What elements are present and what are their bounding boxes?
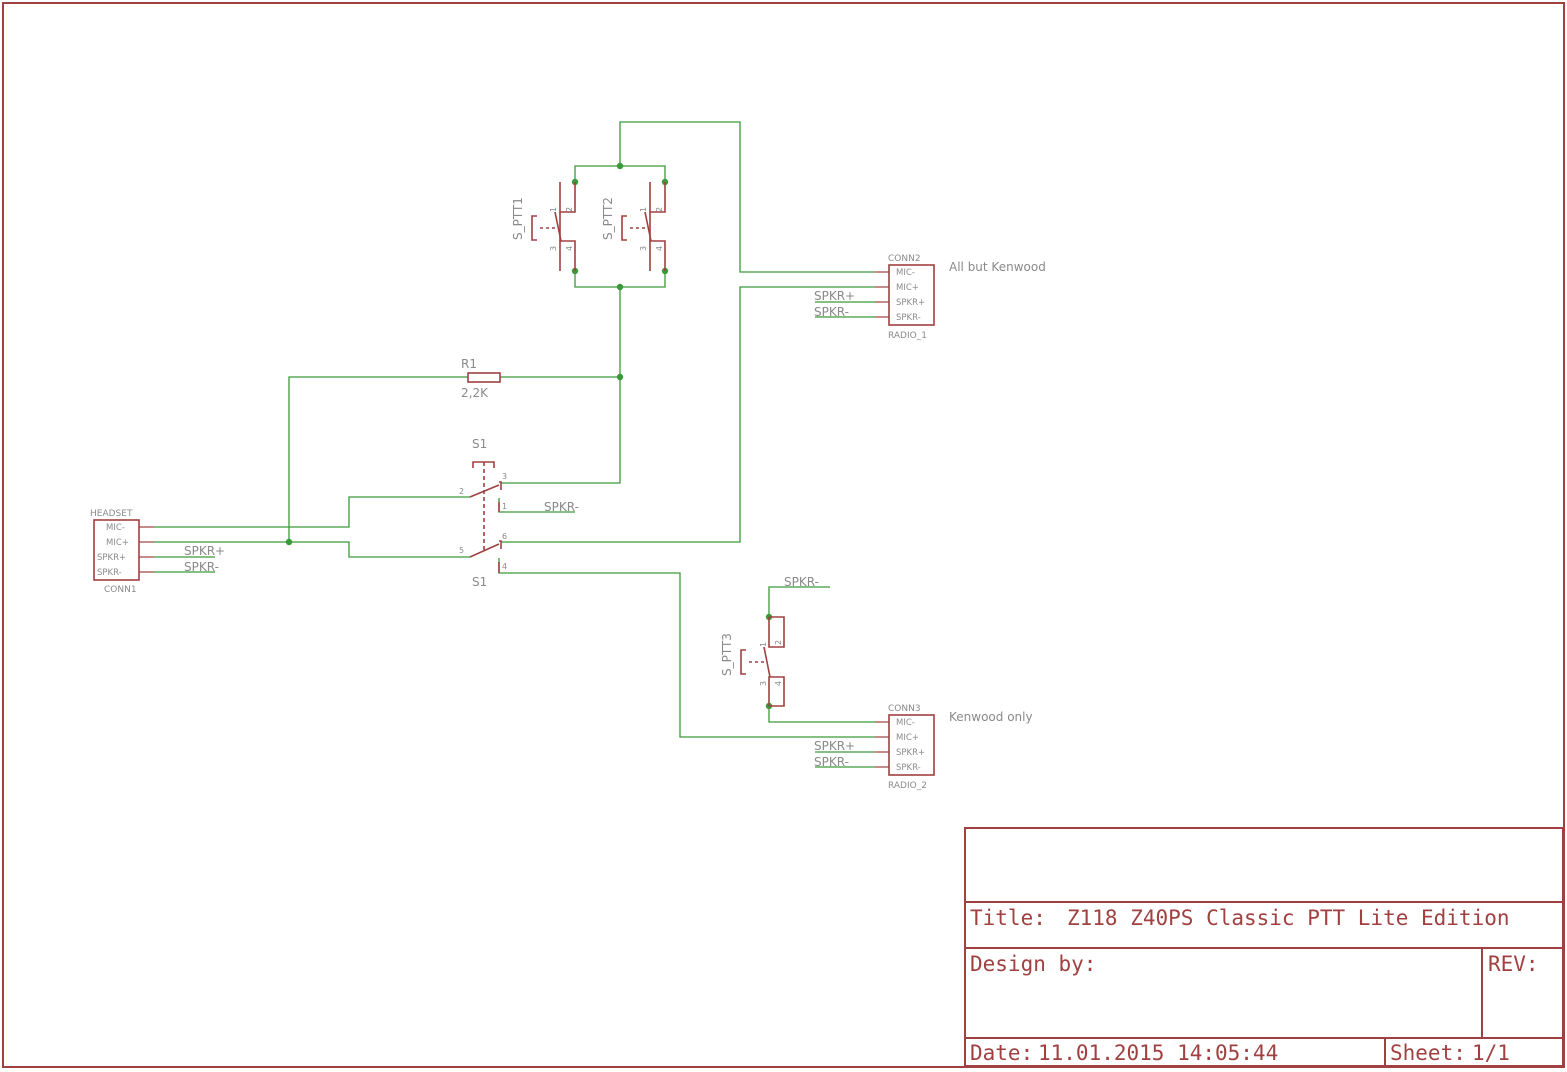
radio2-pin-mic-minus: MIC- xyxy=(896,718,915,728)
radio2-spkr-minus-net: SPKR- xyxy=(814,755,849,769)
ptt3-pin-1: 1 xyxy=(759,642,768,647)
headset-name: HEADSET xyxy=(90,509,133,519)
s1-pin-1: 1 xyxy=(502,502,507,511)
s1-bottom-name: S1 xyxy=(472,575,487,589)
radio2-ref: RADIO_2 xyxy=(888,781,927,791)
headset-pin-spkr-plus: SPKR+ xyxy=(97,553,126,563)
junctions xyxy=(285,162,773,710)
s1-pin-2: 2 xyxy=(459,487,464,496)
s1-pin-3: 3 xyxy=(502,472,507,481)
date-value: 11.01.2015 14:05:44 xyxy=(1038,1041,1278,1065)
radio1-note: All but Kenwood xyxy=(949,260,1046,274)
s1-pin-5: 5 xyxy=(459,546,464,555)
s1-spkr-minus-net: SPKR- xyxy=(544,500,579,514)
radio1-name: CONN2 xyxy=(888,254,921,264)
sheet-value: 1/1 xyxy=(1472,1041,1510,1065)
radio2-name: CONN3 xyxy=(888,704,921,714)
ptt1-pin-1: 1 xyxy=(549,207,558,212)
switch-s1: S1 S1 3 2 1 6 5 4 SPKR- xyxy=(459,437,579,589)
radio2-pin-spkr-plus: SPKR+ xyxy=(896,748,925,758)
sheet-label: Sheet: xyxy=(1390,1041,1466,1065)
title-label: Title: xyxy=(970,906,1046,930)
ptt2-name: S_PTT2 xyxy=(601,197,615,240)
headset-spkr-plus-net: SPKR+ xyxy=(184,544,225,558)
ptt3-name: S_PTT3 xyxy=(720,633,734,676)
s1-pin-6: 6 xyxy=(502,532,507,541)
headset-pin-spkr-minus: SPKR- xyxy=(97,568,122,578)
design-label: Design by: xyxy=(970,952,1096,976)
ptt1-name: S_PTT1 xyxy=(511,197,525,240)
radio2-connector: CONN3 MIC- MIC+ SPKR+ SPKR- RADIO_2 Kenw… xyxy=(814,704,1033,791)
radio1-pin-spkr-plus: SPKR+ xyxy=(896,298,925,308)
resistor-r1: R1 2,2K xyxy=(461,357,501,400)
radio2-note: Kenwood only xyxy=(949,710,1033,724)
ptt3-pin-2: 2 xyxy=(774,640,783,645)
ptt-switch-1: S_PTT1 1 2 3 4 xyxy=(511,182,576,271)
radio2-pin-mic-plus: MIC+ xyxy=(896,733,919,743)
radio1-connector: CONN2 MIC- MIC+ SPKR+ SPKR- RADIO_1 All … xyxy=(814,254,1046,341)
radio1-pin-spkr-minus: SPKR- xyxy=(896,313,921,323)
resistor-value: 2,2K xyxy=(461,386,489,400)
resistor-name: R1 xyxy=(461,357,477,371)
headset-pin-mic-minus: MIC- xyxy=(106,523,125,533)
ptt1-pin-2: 2 xyxy=(565,207,574,212)
ptt2-pin-1: 1 xyxy=(639,207,648,212)
headset-pin-mic-plus: MIC+ xyxy=(106,538,129,548)
radio1-ref: RADIO_1 xyxy=(888,331,927,341)
ptt3-pin-4: 4 xyxy=(774,681,783,686)
rev-label: REV: xyxy=(1488,952,1539,976)
title-block: Title: Z118 Z40PS Classic PTT Lite Editi… xyxy=(964,827,1564,1067)
ptt1-pin-3: 3 xyxy=(549,246,558,251)
radio1-spkr-minus-net: SPKR- xyxy=(814,305,849,319)
title-value: Z118 Z40PS Classic PTT Lite Edition xyxy=(1067,906,1510,930)
radio2-spkr-plus-net: SPKR+ xyxy=(814,739,855,753)
ptt2-pin-2: 2 xyxy=(655,207,664,212)
headset-spkr-minus-net: SPKR- xyxy=(184,560,219,574)
ptt2-pin-3: 3 xyxy=(639,246,648,251)
date-label: Date: xyxy=(970,1041,1033,1065)
headset-ref: CONN1 xyxy=(104,585,137,595)
headset-connector: HEADSET MIC- MIC+ SPKR+ SPKR- CONN1 SPKR… xyxy=(90,509,225,595)
ptt-switch-3: S_PTT3 1 2 3 4 SPKR- xyxy=(720,575,819,707)
radio1-pin-mic-plus: MIC+ xyxy=(896,283,919,293)
ptt-switch-2: S_PTT2 1 2 3 4 xyxy=(601,182,666,271)
radio2-pin-spkr-minus: SPKR- xyxy=(896,763,921,773)
s1-top-name: S1 xyxy=(472,437,487,451)
ptt3-pin-3: 3 xyxy=(759,681,768,686)
ptt2-pin-4: 4 xyxy=(655,246,664,251)
radio1-spkr-plus-net: SPKR+ xyxy=(814,289,855,303)
ptt1-pin-4: 4 xyxy=(565,246,574,251)
radio1-pin-mic-minus: MIC- xyxy=(896,268,915,278)
s1-pin-4: 4 xyxy=(502,562,507,571)
ptt3-spkr-minus-net: SPKR- xyxy=(784,575,819,589)
